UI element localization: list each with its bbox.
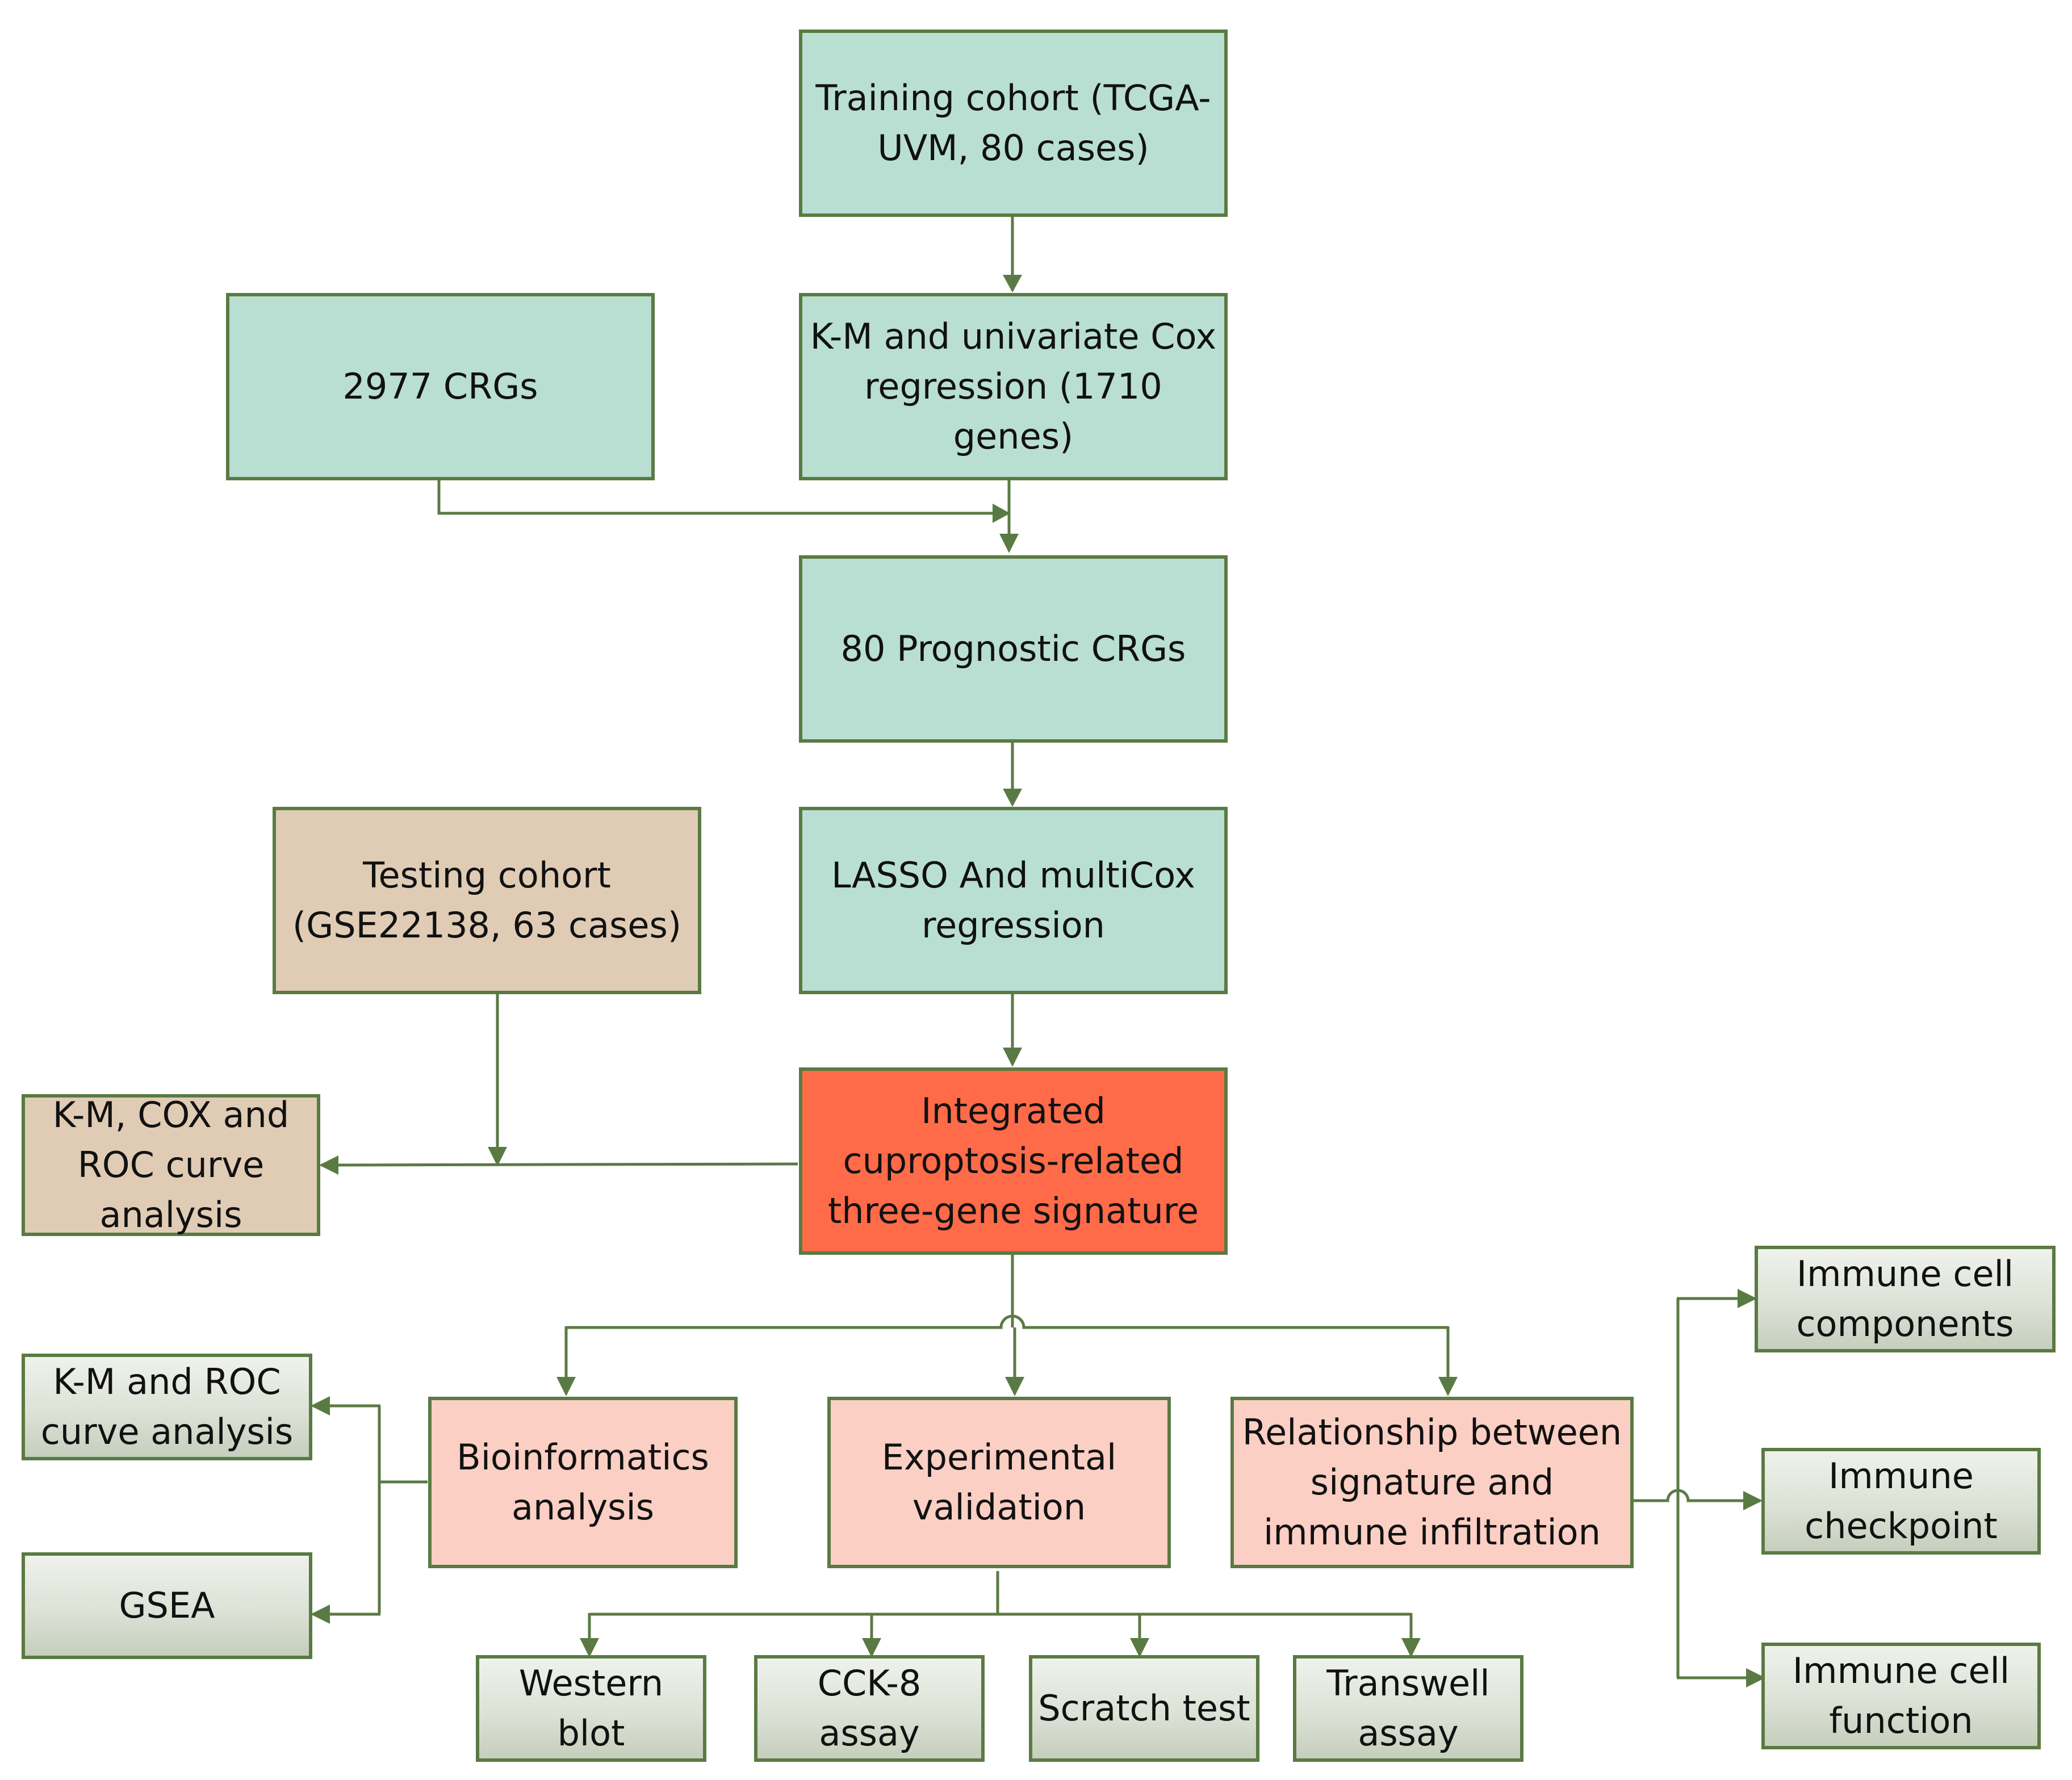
bioinformatics-box: Bioinformatics analysis bbox=[428, 1397, 738, 1568]
transwell-box: Transwell assay bbox=[1293, 1655, 1523, 1762]
km-univariate-box: K-M and univariate Cox regression (1710 … bbox=[799, 293, 1228, 480]
head-transwell bbox=[1401, 1638, 1421, 1657]
head-km-roc bbox=[311, 1396, 330, 1415]
head-gsea bbox=[311, 1605, 330, 1624]
head-experimental bbox=[1005, 1377, 1024, 1396]
lasso-box: LASSO And multiCox regression bbox=[799, 807, 1228, 994]
head-prognostic-cross bbox=[993, 504, 1010, 523]
bioinformatics-label: Bioinformatics analysis bbox=[457, 1436, 709, 1528]
head-kmcox bbox=[319, 1155, 338, 1175]
km-roc-label: K-M and ROC curve analysis bbox=[40, 1360, 294, 1452]
training-cohort-label: Training cohort (TCGA-UVM, 80 cases) bbox=[815, 77, 1211, 169]
relationship-box: Relationship between signature and immun… bbox=[1230, 1397, 1634, 1568]
signature-label: Integrated cuproptosis-related three-gen… bbox=[827, 1090, 1199, 1232]
immune-components-label: Immune cell components bbox=[1796, 1253, 2014, 1345]
arrow-signature-to-kmcox bbox=[321, 1162, 798, 1167]
head-immune-function bbox=[1746, 1668, 1765, 1687]
immune-checkpoint-box: Immune checkpoint bbox=[1761, 1448, 2041, 1555]
km-cox-roc-label: K-M, COX and ROC curve analysis bbox=[52, 1094, 290, 1236]
lasso-label: LASSO And multiCox regression bbox=[831, 854, 1195, 946]
rel-stub bbox=[1633, 1489, 1760, 1502]
km-cox-roc-box: K-M, COX and ROC curve analysis bbox=[22, 1094, 320, 1236]
head-bioinformatics bbox=[556, 1377, 576, 1396]
head-immune-checkpoint bbox=[1743, 1491, 1763, 1510]
crgs-box: 2977 CRGs bbox=[226, 293, 655, 480]
signature-box: Integrated cuproptosis-related three-gen… bbox=[799, 1067, 1228, 1255]
distribution-bar bbox=[566, 1314, 1448, 1329]
experimental-label: Experimental validation bbox=[881, 1436, 1117, 1528]
crgs-label: 2977 CRGs bbox=[342, 365, 538, 407]
relationship-label: Relationship between signature and immun… bbox=[1242, 1411, 1622, 1553]
training-cohort-box: Training cohort (TCGA-UVM, 80 cases) bbox=[799, 30, 1228, 217]
head-prognostic bbox=[999, 534, 1019, 553]
km-roc-box: K-M and ROC curve analysis bbox=[22, 1354, 312, 1460]
head-testing bbox=[488, 1147, 507, 1166]
testing-cohort-label: Testing cohort (GSE22138, 63 cases) bbox=[292, 854, 682, 946]
immune-function-box: Immune cell function bbox=[1761, 1643, 2041, 1749]
experimental-box: Experimental validation bbox=[827, 1397, 1171, 1568]
prognostic-crgs-label: 80 Prognostic CRGs bbox=[840, 627, 1186, 669]
head-signature bbox=[1003, 1048, 1022, 1067]
cck8-box: CCK-8 assay bbox=[754, 1655, 985, 1762]
prognostic-crgs-box: 80 Prognostic CRGs bbox=[799, 555, 1228, 743]
scratch-test-box: Scratch test bbox=[1029, 1655, 1259, 1762]
immune-components-box: Immune cell components bbox=[1755, 1246, 2056, 1352]
head-relationship bbox=[1438, 1377, 1458, 1396]
arrow-crgs-to-prognostic bbox=[437, 479, 1009, 515]
gsea-label: GSEA bbox=[119, 1584, 215, 1626]
immune-function-label: Immune cell function bbox=[1792, 1649, 2010, 1741]
km-univariate-label: K-M and univariate Cox regression (1710 … bbox=[810, 315, 1217, 458]
scratch-test-label: Scratch test bbox=[1038, 1687, 1250, 1729]
immune-checkpoint-label: Immune checkpoint bbox=[1805, 1455, 1998, 1547]
head-km bbox=[1003, 275, 1022, 292]
head-lasso bbox=[1003, 789, 1022, 807]
gsea-box: GSEA bbox=[22, 1552, 312, 1659]
cck8-label: CCK-8 assay bbox=[817, 1662, 922, 1754]
head-cck8 bbox=[862, 1638, 881, 1657]
arrowheads bbox=[311, 275, 1765, 1687]
head-scratch bbox=[1130, 1638, 1149, 1657]
transwell-label: Transwell assay bbox=[1326, 1662, 1490, 1754]
head-western bbox=[580, 1638, 599, 1657]
western-blot-box: Western blot bbox=[476, 1655, 706, 1762]
testing-cohort-box: Testing cohort (GSE22138, 63 cases) bbox=[273, 807, 701, 994]
head-immune-components bbox=[1738, 1289, 1757, 1308]
western-blot-label: Western blot bbox=[518, 1662, 664, 1754]
